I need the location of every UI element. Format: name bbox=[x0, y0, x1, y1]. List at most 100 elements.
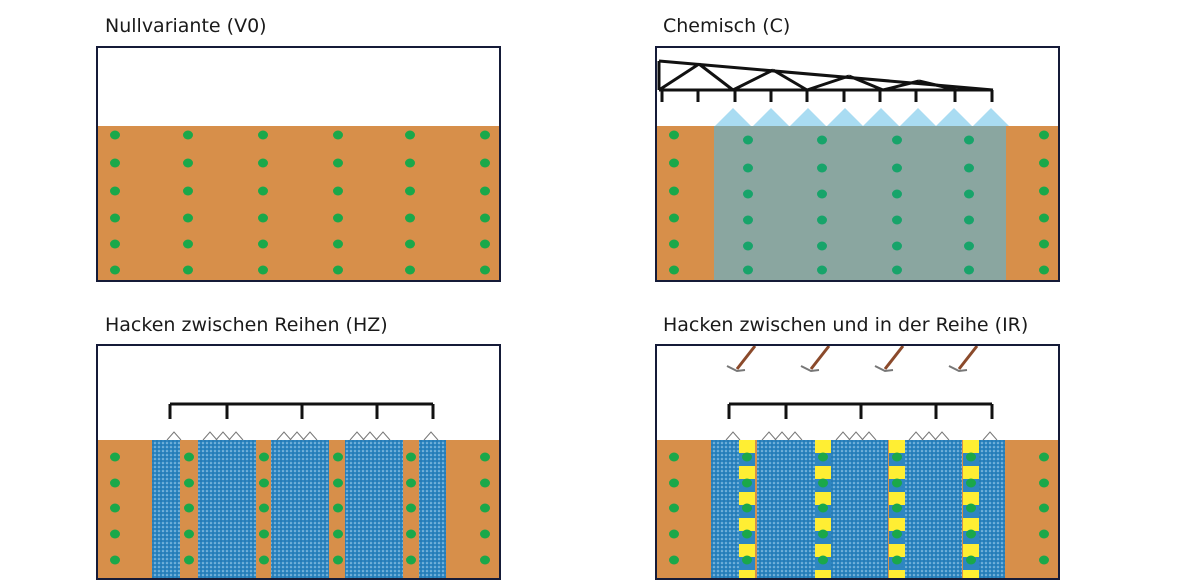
plant bbox=[405, 265, 415, 275]
plant bbox=[258, 265, 268, 275]
in-row-tool-segment bbox=[963, 440, 979, 453]
in-row-tool-segment bbox=[815, 466, 831, 479]
plant bbox=[817, 189, 827, 199]
finger-weeder-icon bbox=[948, 346, 979, 373]
soil-area bbox=[98, 126, 499, 280]
plant bbox=[258, 213, 268, 223]
plant bbox=[1039, 529, 1049, 539]
plant bbox=[966, 529, 976, 539]
in-row-tool-segment bbox=[889, 544, 905, 557]
plant bbox=[669, 265, 679, 275]
hoed-strip bbox=[345, 440, 403, 578]
hoe-tine-icon bbox=[362, 431, 378, 441]
plant bbox=[406, 503, 416, 513]
plant bbox=[110, 239, 120, 249]
panel-title-ir: Hacken zwischen und in der Reihe (IR) bbox=[663, 314, 1029, 336]
plant bbox=[817, 135, 827, 145]
hoe-tine-icon bbox=[848, 431, 864, 441]
plant bbox=[405, 186, 415, 196]
hoe-tine-icon bbox=[276, 431, 292, 441]
plant bbox=[669, 213, 679, 223]
hoe-tine-icon bbox=[302, 431, 318, 441]
finger-weeder-handle bbox=[809, 346, 831, 370]
panel-v0-drawing bbox=[98, 126, 499, 280]
plant bbox=[333, 239, 343, 249]
in-row-tool-segment bbox=[889, 466, 905, 479]
finger-weeder-icon bbox=[800, 346, 831, 373]
plant bbox=[669, 130, 679, 140]
hoe-frame-icon bbox=[168, 402, 435, 419]
panel-title-c: Chemisch (C) bbox=[663, 15, 791, 37]
plant bbox=[405, 158, 415, 168]
plant bbox=[184, 503, 194, 513]
in-row-tool-segment bbox=[963, 544, 979, 557]
plant bbox=[333, 478, 343, 488]
spray-cone bbox=[900, 108, 936, 126]
plant bbox=[964, 215, 974, 225]
spray-cone bbox=[973, 108, 1009, 126]
plant bbox=[480, 186, 490, 196]
plant bbox=[1039, 503, 1049, 513]
plant bbox=[1039, 265, 1049, 275]
finger-weeder-handle bbox=[883, 346, 905, 370]
spray-cone bbox=[936, 108, 972, 126]
plant bbox=[669, 452, 679, 462]
plant bbox=[110, 158, 120, 168]
in-row-tool-segment bbox=[815, 544, 831, 557]
finger-weeder-blade bbox=[800, 365, 820, 373]
plant bbox=[333, 130, 343, 140]
hoed-strip bbox=[757, 440, 815, 578]
panel-hz bbox=[96, 344, 501, 580]
finger-weeder-icon bbox=[874, 346, 905, 373]
plant bbox=[966, 478, 976, 488]
plant bbox=[892, 265, 902, 275]
spray-cone bbox=[715, 108, 751, 126]
hoe-tine-icon bbox=[934, 431, 950, 441]
sprayed-area bbox=[714, 126, 1006, 280]
plant bbox=[817, 163, 827, 173]
plant bbox=[669, 239, 679, 249]
plant bbox=[333, 213, 343, 223]
plant bbox=[964, 265, 974, 275]
boom-strut bbox=[658, 62, 700, 92]
plant bbox=[1039, 213, 1049, 223]
panel-ir bbox=[655, 344, 1060, 580]
plant bbox=[110, 555, 120, 565]
finger-weeder-blade bbox=[948, 365, 968, 373]
hoe-tine-icon bbox=[908, 431, 924, 441]
plant bbox=[110, 529, 120, 539]
plant bbox=[818, 452, 828, 462]
plant bbox=[964, 189, 974, 199]
plant bbox=[183, 186, 193, 196]
plant bbox=[669, 529, 679, 539]
plant bbox=[333, 158, 343, 168]
in-row-tool-segment bbox=[963, 492, 979, 505]
plant bbox=[892, 215, 902, 225]
plant bbox=[818, 529, 828, 539]
finger-weeder-blade bbox=[726, 365, 746, 373]
plant bbox=[892, 529, 902, 539]
plant bbox=[110, 186, 120, 196]
panel-title-hz: Hacken zwischen Reihen (HZ) bbox=[105, 314, 388, 336]
plant bbox=[743, 135, 753, 145]
spray-cone bbox=[753, 108, 789, 126]
hoe-tine-icon bbox=[202, 431, 218, 441]
plant bbox=[184, 452, 194, 462]
plant bbox=[817, 215, 827, 225]
plant bbox=[184, 555, 194, 565]
plant bbox=[742, 503, 752, 513]
plant bbox=[1039, 239, 1049, 249]
plant bbox=[480, 555, 490, 565]
hoe-tine-icon bbox=[423, 431, 439, 441]
plant bbox=[110, 478, 120, 488]
in-row-tool-segment bbox=[739, 570, 755, 578]
plant bbox=[1039, 130, 1049, 140]
in-row-tool-segment bbox=[815, 492, 831, 505]
hoe-tine-icon bbox=[215, 431, 231, 441]
in-row-tool-segment bbox=[963, 570, 979, 578]
plant bbox=[818, 478, 828, 488]
hoe-frame-icon bbox=[727, 402, 994, 419]
plant bbox=[966, 503, 976, 513]
plant bbox=[183, 158, 193, 168]
boom-strut bbox=[698, 62, 734, 92]
